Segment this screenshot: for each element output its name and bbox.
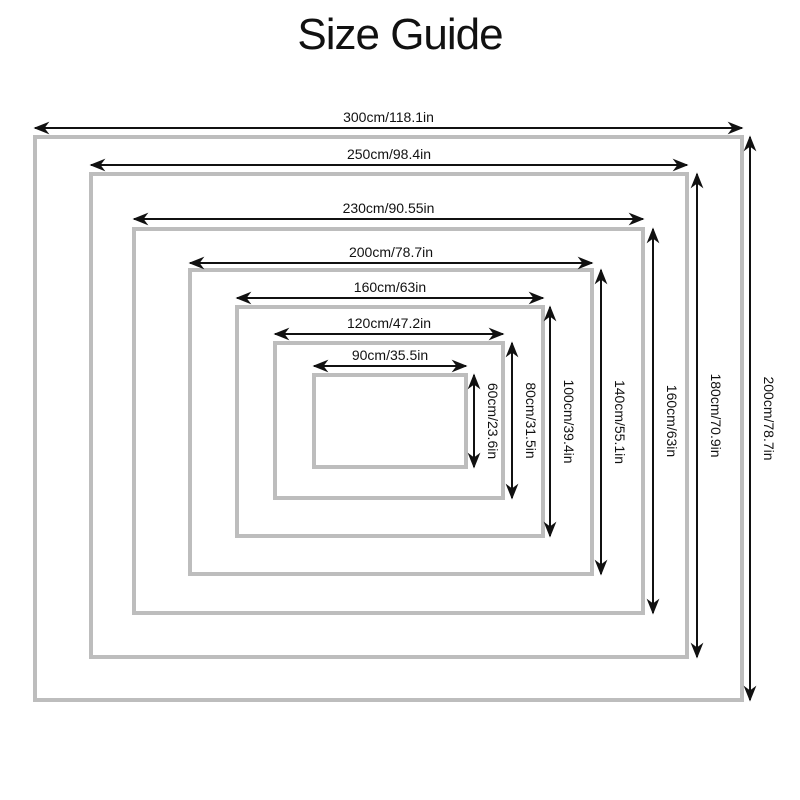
size-frame — [273, 341, 505, 500]
height-label: 140cm/55.1in — [612, 380, 628, 464]
height-label: 200cm/78.7in — [761, 376, 777, 460]
height-label: 100cm/39.4in — [561, 379, 577, 463]
width-label: 300cm/118.1in — [343, 109, 434, 125]
height-label: 60cm/23.6in — [485, 383, 501, 459]
height-label: 160cm/63in — [664, 385, 680, 457]
width-label: 230cm/90.55in — [343, 200, 435, 216]
size-frame — [89, 172, 689, 659]
size-frame — [132, 227, 645, 615]
height-label: 80cm/31.5in — [523, 382, 539, 458]
size-frame — [235, 305, 545, 538]
width-label: 200cm/78.7in — [349, 244, 433, 260]
height-label: 180cm/70.9in — [708, 373, 724, 457]
size-frame — [312, 373, 468, 469]
page-title: Size Guide — [297, 10, 503, 59]
width-label: 160cm/63in — [354, 279, 426, 295]
width-label: 250cm/98.4in — [347, 146, 431, 162]
width-label: 120cm/47.2in — [347, 315, 431, 331]
size-frame — [188, 268, 594, 576]
width-label: 90cm/35.5in — [352, 347, 428, 363]
size-frame — [33, 135, 744, 702]
